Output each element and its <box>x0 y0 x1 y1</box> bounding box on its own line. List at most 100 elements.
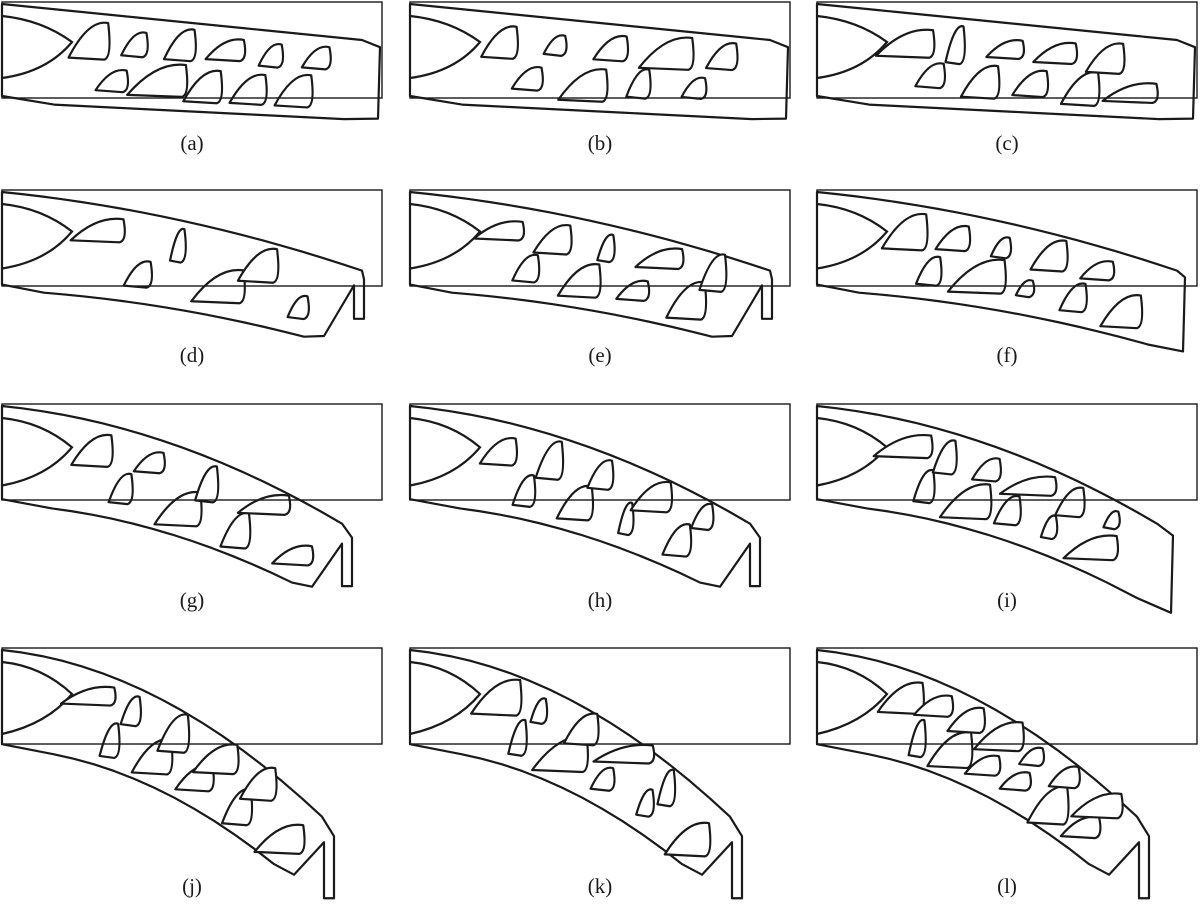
void-hole <box>992 494 1022 527</box>
support-curve <box>408 202 482 270</box>
void-hole <box>556 263 602 299</box>
void-hole <box>1032 41 1079 66</box>
void-hole <box>1062 534 1120 562</box>
void-hole <box>510 65 544 92</box>
panel-e <box>408 189 791 338</box>
void-hole <box>94 68 130 94</box>
void-hole <box>470 678 523 717</box>
void-hole <box>511 253 541 284</box>
support-curve <box>815 14 889 80</box>
void-hole <box>156 713 191 754</box>
void-hole <box>586 459 615 491</box>
void-hole <box>1029 239 1069 273</box>
void-hole <box>1047 765 1081 790</box>
panel-b <box>408 1 791 121</box>
void-hole <box>286 294 310 321</box>
void-hole <box>1102 510 1121 531</box>
beam-outline <box>815 404 1175 614</box>
void-hole <box>1099 294 1144 330</box>
void-hole <box>532 223 573 256</box>
support-curve <box>0 660 74 736</box>
support-curve <box>0 416 74 487</box>
panel-l <box>815 647 1198 900</box>
void-hole <box>635 788 655 818</box>
panel-label: (j) <box>182 874 202 898</box>
void-hole <box>511 474 537 508</box>
void-hole <box>98 722 121 760</box>
void-hole <box>946 258 1007 295</box>
panel-label: (f) <box>997 343 1018 367</box>
void-hole <box>946 706 987 735</box>
panel-label: (c) <box>995 131 1018 155</box>
panel-k <box>408 647 791 900</box>
void-hole <box>236 247 280 284</box>
beam-outline <box>408 648 744 900</box>
void-hole <box>253 823 306 855</box>
void-hole <box>596 233 616 264</box>
void-hole <box>661 523 693 558</box>
panel-label: (g) <box>180 588 205 612</box>
void-hole <box>191 743 240 776</box>
void-hole <box>1084 42 1126 75</box>
support-curve <box>815 660 889 736</box>
void-hole <box>907 718 927 759</box>
void-hole <box>273 73 314 109</box>
void-hole <box>944 25 966 66</box>
void-hole <box>300 45 332 71</box>
void-hole <box>656 768 677 808</box>
void-hole <box>912 694 955 718</box>
panel-a <box>0 1 383 121</box>
panel-g <box>0 403 383 588</box>
design-domain-frame <box>1 189 383 287</box>
void-hole <box>690 502 715 532</box>
void-hole <box>914 62 947 90</box>
void-hole <box>480 25 519 60</box>
design-domain-frame <box>816 647 1198 745</box>
void-hole <box>182 69 224 105</box>
void-hole <box>168 227 187 264</box>
support-curve <box>815 202 889 270</box>
void-hole <box>959 64 1001 100</box>
void-hole <box>698 253 728 293</box>
void-hole <box>238 766 278 802</box>
void-hole <box>557 68 609 103</box>
panel-label: (b) <box>588 131 613 155</box>
void-hole <box>592 34 630 63</box>
void-hole <box>119 695 143 728</box>
design-domain-frame <box>816 189 1198 287</box>
void-hole <box>271 544 315 567</box>
void-hole <box>478 436 519 467</box>
panel-label: (k) <box>588 874 613 898</box>
void-hole <box>970 457 1002 483</box>
void-hole <box>257 42 285 69</box>
support-curve <box>408 14 482 80</box>
panel-i <box>815 403 1198 614</box>
support-curve <box>0 14 74 80</box>
panel-j <box>0 647 383 900</box>
void-hole <box>589 766 616 792</box>
void-hole <box>59 685 117 707</box>
void-hole <box>880 212 929 252</box>
void-hole <box>874 28 936 59</box>
void-hole <box>69 217 126 244</box>
panel-label: (d) <box>180 343 205 367</box>
void-hole <box>67 21 111 61</box>
void-hole <box>204 38 247 63</box>
void-hole <box>625 68 652 100</box>
void-hole <box>70 433 114 468</box>
panel-c <box>815 1 1198 121</box>
void-hole <box>998 475 1058 497</box>
design-domain-frame <box>409 403 791 501</box>
design-domain-frame <box>1 1 383 99</box>
void-hole <box>120 31 149 59</box>
design-domain-frame <box>1 647 383 745</box>
panel-label: (i) <box>997 588 1017 612</box>
void-hole <box>1070 792 1124 820</box>
void-hole <box>985 39 1026 61</box>
design-domain-frame <box>409 647 791 745</box>
design-domain-frame <box>409 189 791 287</box>
void-hole <box>1079 260 1116 282</box>
void-hole <box>472 220 526 242</box>
void-hole <box>1011 69 1050 99</box>
support-curve <box>408 660 482 736</box>
